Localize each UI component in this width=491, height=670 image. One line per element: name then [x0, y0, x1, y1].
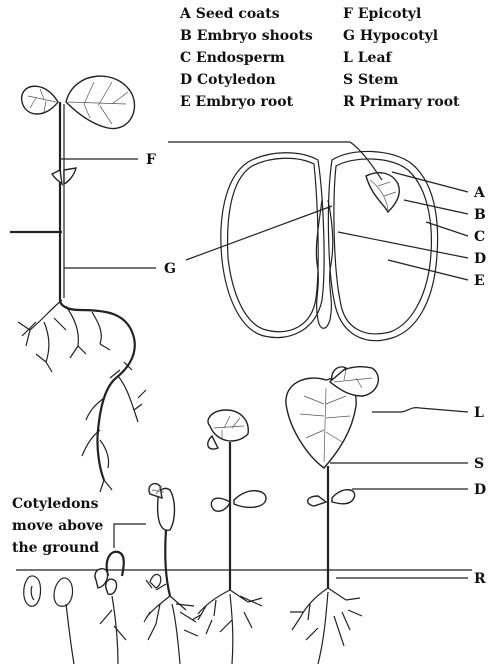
legend-item-g: G Hypocotyl [343, 28, 438, 44]
stage-1-seed [24, 576, 74, 664]
note-line-3: the ground [12, 540, 99, 556]
note-line-2: move above [12, 518, 103, 534]
mature-seedling [18, 76, 146, 492]
label-d2: D [474, 482, 486, 498]
label-b: B [474, 207, 486, 223]
stage-6-plant [286, 367, 378, 664]
label-s: S [474, 456, 484, 472]
legend-item-l: L Leaf [343, 50, 393, 66]
note-line-1: Cotyledons [12, 496, 99, 512]
legend: A Seed coats B Embryo shoots C Endosperm… [179, 6, 460, 110]
legend-item-s: S Stem [343, 72, 398, 88]
legend-item-e: E Embryo root [180, 94, 294, 110]
legend-item-b: B Embryo shoots [180, 28, 313, 44]
legend-item-d: D Cotyledon [180, 72, 276, 88]
legend-item-a: A Seed coats [179, 6, 280, 22]
seed-left-half [221, 153, 324, 338]
label-e: E [474, 273, 485, 289]
label-d: D [474, 251, 486, 267]
label-f: F [146, 152, 156, 168]
label-a: A [473, 185, 486, 201]
label-c-line [426, 222, 468, 236]
label-r: R [474, 571, 486, 587]
label-d-line [338, 232, 468, 258]
legend-item-r: R Primary root [343, 94, 460, 110]
label-c: C [474, 229, 485, 245]
legend-item-c: C Endosperm [180, 50, 285, 66]
left-leaf [22, 86, 58, 114]
stage-4-seedling [144, 484, 198, 664]
stage-3-sprout [146, 574, 166, 590]
stage-2-hook [95, 552, 126, 664]
legend-item-f: F Epicotyl [343, 6, 421, 22]
stage-5-plant [192, 410, 266, 664]
label-l: L [474, 405, 484, 421]
cotyledons-note: Cotyledons move above the ground [12, 496, 103, 556]
label-g: G [164, 261, 176, 277]
label-l-line [372, 408, 468, 412]
